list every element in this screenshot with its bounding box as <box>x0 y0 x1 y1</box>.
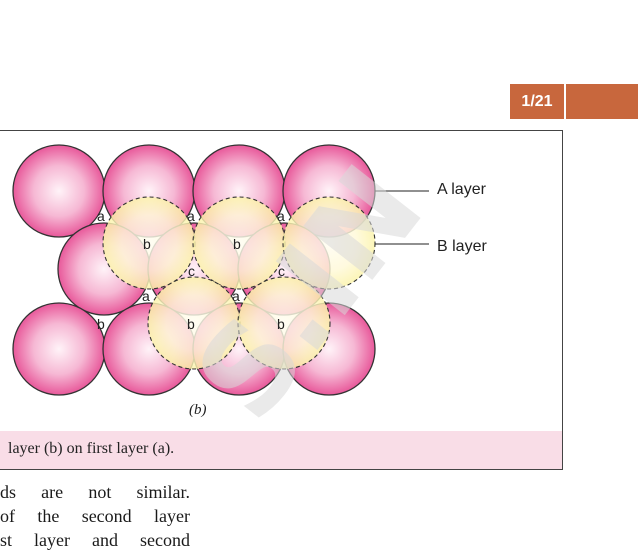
figure-caption: layer (b) on first layer (a). <box>8 440 175 457</box>
page-number-tab: 1/21 <box>510 84 564 119</box>
body-word: not <box>88 482 112 502</box>
body-word: are <box>41 482 64 502</box>
b-layer-sphere <box>282 196 376 290</box>
void-label-b: b <box>277 316 285 332</box>
void-label-b: b <box>233 236 241 252</box>
void-label-a: a <box>187 208 195 224</box>
void-label-b: b <box>143 236 151 252</box>
body-word: and <box>92 530 118 550</box>
a-layer-sphere <box>12 144 106 238</box>
void-label-a: a <box>142 288 150 304</box>
header-accent-bar <box>566 84 638 119</box>
body-word: the <box>37 506 60 526</box>
body-word: st <box>0 530 13 550</box>
body-word: ds <box>0 482 17 502</box>
void-label-b: b <box>187 316 195 332</box>
void-label-c: c <box>278 263 285 279</box>
a-layer-sphere <box>12 302 106 396</box>
b-layer-sphere <box>237 276 331 370</box>
void-label-b: b <box>97 316 105 332</box>
figure-part-label: (b) <box>189 402 207 418</box>
figure-panel: a a a b b c c a a b b b A layer B layer … <box>0 130 563 470</box>
void-label-a: a <box>277 208 285 224</box>
void-label-a: a <box>232 288 240 304</box>
void-label-c: c <box>188 263 195 279</box>
body-word: of <box>0 506 15 526</box>
void-label-a: a <box>97 208 105 224</box>
close-packing-diagram: a a a b b c c a a b b b A layer B layer … <box>12 144 487 418</box>
body-word: layer <box>154 506 190 526</box>
figure-caption-band: layer (b) on first layer (a). <box>0 431 562 469</box>
a-layer-label: A layer <box>437 181 487 198</box>
body-word: similar. <box>136 482 190 502</box>
body-word: second <box>140 530 190 550</box>
page-number: 1/21 <box>521 92 553 110</box>
body-word: second <box>81 506 132 526</box>
body-line-2: of the second layer <box>0 504 190 528</box>
body-text: ds are not similar. of the second layer … <box>0 480 190 552</box>
b-layer-label: B layer <box>437 238 487 255</box>
body-word: layer <box>34 530 70 550</box>
body-line-3: st layer and second <box>0 528 190 552</box>
body-line-1: ds are not similar. <box>0 480 190 504</box>
